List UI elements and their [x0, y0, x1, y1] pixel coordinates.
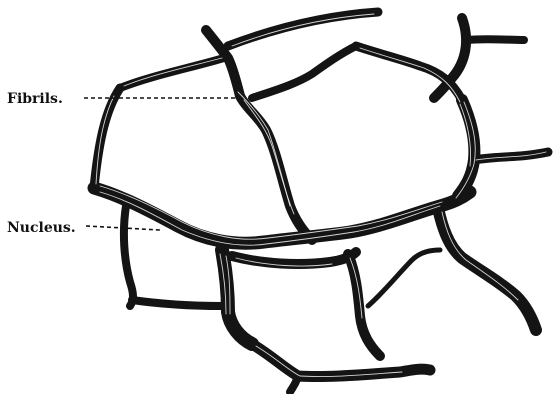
label-nucleus: Nucleus.	[7, 220, 76, 236]
band-right-top-arm	[466, 39, 524, 40]
label-fibrils: Fibrils.	[7, 91, 63, 107]
